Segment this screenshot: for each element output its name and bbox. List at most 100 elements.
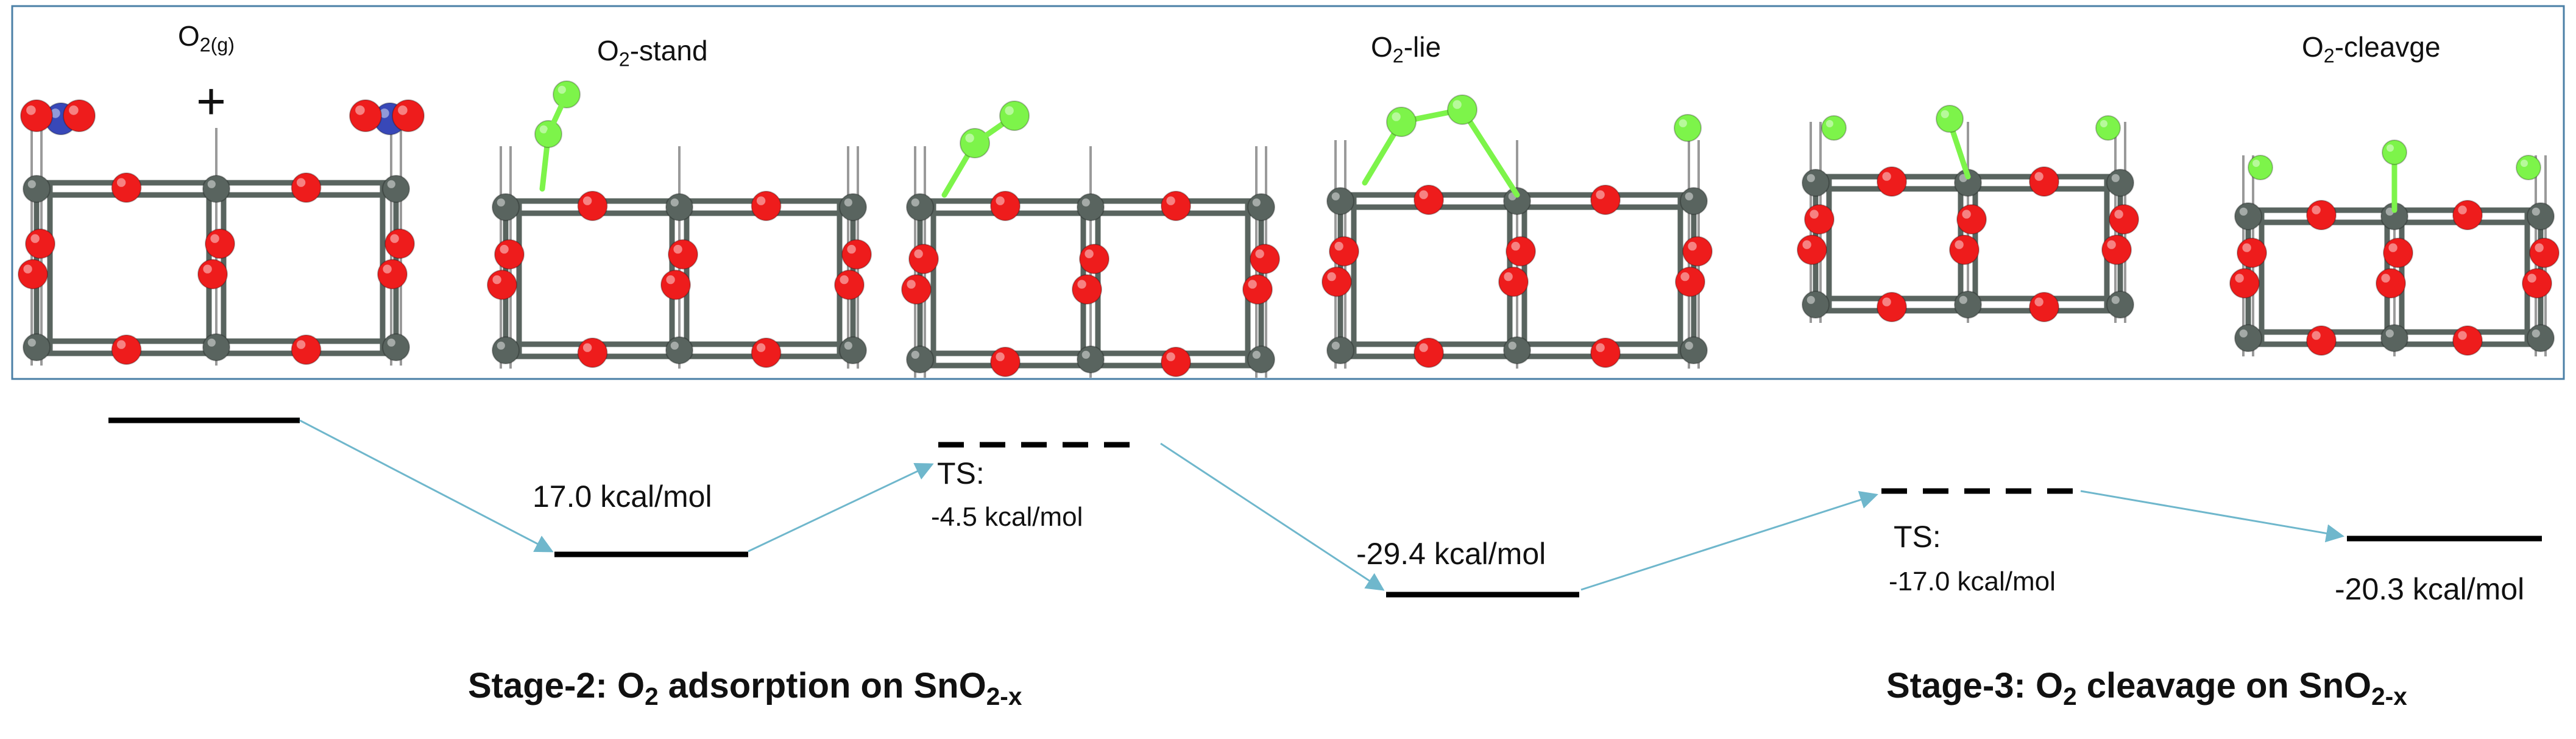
atom-highlight <box>1959 295 1967 304</box>
o-atom <box>291 334 322 365</box>
atom-highlight <box>383 264 392 274</box>
structure-cleave <box>2229 140 2560 356</box>
atom-highlight <box>497 341 505 350</box>
energy-label-ts1: -4.5 kcal/mol <box>931 502 1083 532</box>
atom-highlight <box>844 198 852 207</box>
sn-atom <box>2234 324 2262 352</box>
o-atom <box>1506 236 1536 267</box>
o-atom <box>751 191 782 221</box>
atom-highlight <box>2532 329 2540 338</box>
o-atom <box>834 269 865 300</box>
atom-highlight <box>2458 331 2467 340</box>
atom-highlight <box>1810 210 1819 219</box>
energy-label-stand: 17.0 kcal/mol <box>533 479 712 514</box>
atom-highlight <box>844 341 852 350</box>
atom-highlight <box>1802 240 1811 249</box>
energy-label-ts2: -17.0 kcal/mol <box>1889 567 2056 596</box>
plus-sign: + <box>196 72 227 130</box>
o-atom <box>2306 325 2337 356</box>
atom-highlight <box>1806 295 1815 304</box>
o-atom <box>1590 338 1621 368</box>
o-atom <box>1079 244 1109 274</box>
atom-highlight <box>1826 120 1833 127</box>
atom-highlight <box>2034 297 2043 306</box>
atom-highlight <box>1005 106 1014 115</box>
atom-highlight <box>390 234 399 243</box>
adsorbed-o-atom <box>2516 155 2541 180</box>
title-o2-gas-main: O <box>178 20 200 52</box>
o-atom <box>2237 238 2267 268</box>
structures-group <box>18 80 2560 378</box>
atom-highlight <box>1504 272 1513 281</box>
o-atom <box>291 172 322 203</box>
o-atom <box>1949 235 1980 265</box>
atom-highlight <box>497 198 505 207</box>
atom-highlight <box>670 341 679 350</box>
sn-atom <box>2380 324 2408 352</box>
ts-label-2: TS: <box>1894 520 1941 554</box>
atom-highlight <box>756 196 766 205</box>
transition-arrows <box>299 419 2344 591</box>
title-o2-lie: O2-lie <box>1371 30 1441 68</box>
o-atom <box>111 334 142 365</box>
arrow-gas-stand <box>299 419 554 553</box>
sn-atom <box>1954 291 1982 319</box>
atom-highlight <box>1882 172 1891 181</box>
o-atom <box>25 228 55 259</box>
bond <box>545 91 570 137</box>
o-atom <box>2109 204 2139 235</box>
atom-highlight <box>387 180 395 188</box>
atom-highlight <box>1331 192 1340 200</box>
o-atom <box>20 99 53 132</box>
atom-highlight <box>2114 210 2123 219</box>
atom-highlight <box>1248 280 1257 289</box>
atom-highlight <box>911 198 919 207</box>
atom-highlight <box>26 105 36 115</box>
atom-highlight <box>500 244 509 254</box>
sn-atom <box>492 336 520 364</box>
stage-2-sub1: 2 <box>645 682 659 711</box>
o-atom <box>841 239 872 270</box>
atom-highlight <box>210 234 219 243</box>
sn-atom <box>1326 336 1354 364</box>
adsorbed-o-atom <box>999 101 1030 131</box>
atom-highlight <box>398 105 408 115</box>
stage-2-sub2: 2-x <box>986 682 1022 711</box>
atom-highlight <box>756 343 766 352</box>
sn-atom <box>1802 169 1830 197</box>
o-atom <box>1956 204 1987 235</box>
o-atom <box>494 239 525 270</box>
o-atom <box>990 347 1021 377</box>
adsorbed-o-atom <box>2095 115 2121 141</box>
title-o2-cleave-main: O <box>2302 31 2324 63</box>
o-atom <box>577 191 608 221</box>
adsorbed-o-atom <box>1386 107 1417 137</box>
atom-highlight <box>1806 174 1815 182</box>
structures-panel <box>11 5 2565 380</box>
sn-atom <box>839 336 867 364</box>
atom-highlight <box>1331 341 1340 350</box>
sn-atom <box>23 175 51 203</box>
atom-highlight <box>27 338 36 347</box>
o-atom <box>2306 200 2337 230</box>
atom-highlight <box>27 180 36 188</box>
adsorbed-o-atom <box>2248 155 2273 180</box>
o-atom <box>1877 292 1907 322</box>
atom-highlight <box>2387 144 2394 152</box>
atom-highlight <box>1077 280 1086 289</box>
sn-atom <box>382 175 410 203</box>
atom-highlight <box>2532 207 2540 216</box>
atom-highlight <box>2312 205 2321 214</box>
o-atom <box>197 259 228 289</box>
o-atom <box>2029 292 2059 322</box>
energy-levels <box>108 417 2542 598</box>
adsorbed-o-atom <box>1936 105 1964 133</box>
o-atom <box>1498 266 1529 297</box>
sn-atom <box>1802 291 1830 319</box>
sn-atom <box>1326 187 1354 215</box>
o-atom <box>1414 185 1444 215</box>
arrow-ts2-cleave <box>2080 490 2344 543</box>
atom-highlight <box>1596 343 1605 352</box>
o-atom <box>349 99 382 132</box>
atom-highlight <box>2252 160 2260 167</box>
